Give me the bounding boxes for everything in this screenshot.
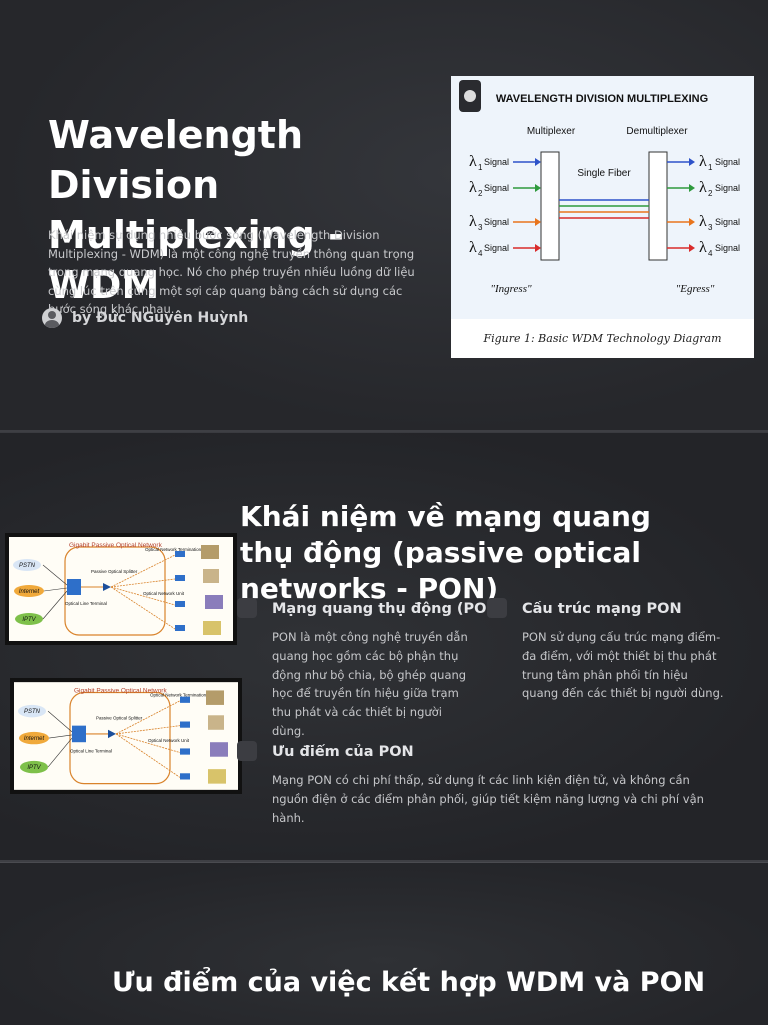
card-marker-icon (487, 598, 507, 618)
slide2-title: Khái niệm về mạng quang thụ động (passiv… (240, 500, 651, 605)
lambda-index-left: 1 (478, 163, 483, 172)
pon-ont-label: Optical Network Termination (150, 693, 207, 698)
signal-arrow-in (535, 218, 541, 226)
pon-onu-label: Optical Network Unit (143, 591, 185, 596)
card-structure-heading: Cấu trúc mạng PON (522, 601, 682, 617)
author-byline: by Đức NGuyên Huỳnh (42, 308, 248, 328)
pon-splitter-icon (103, 583, 111, 591)
slide-divider (0, 430, 768, 433)
card-marker-icon (237, 598, 257, 618)
signal-arrow-out (689, 244, 695, 252)
pon-olt-label: Optical Line Terminal (65, 601, 107, 606)
card-structure-text: PON sử dụng cấu trúc mạng điểm-đa điểm, … (522, 630, 724, 701)
signal-arrow-out (689, 218, 695, 226)
pon-building-icon (206, 690, 224, 705)
signal-label-right: Signal (715, 157, 740, 167)
pon-internet-label: Internet (24, 735, 45, 742)
lambda-index-right: 4 (708, 249, 713, 258)
pon-iptv-label: IPTV (27, 764, 41, 771)
figure-demultiplexer-label: Demultiplexer (626, 126, 688, 137)
card-pon-heading: Mạng quang thụ động (PON) (272, 601, 486, 617)
pon-splitter-label: Passive Optical Splitter (91, 569, 138, 574)
card-advantages-heading: Ưu điểm của PON (272, 744, 414, 760)
lambda-symbol-left: λ (469, 213, 477, 230)
demultiplexer-box (648, 151, 668, 261)
signal-label-right: Signal (715, 217, 740, 227)
signal-arrow-in (535, 184, 541, 192)
signal-label-left: Signal (484, 217, 509, 227)
slide-wdm-intro: Wavelength Division Multiplexing - WDM K… (0, 0, 768, 432)
card-pon-text: PON là một công nghệ truyền dẫn quang họ… (272, 630, 468, 738)
lambda-symbol-right: λ (699, 179, 707, 196)
pon-house-icon (203, 569, 219, 583)
signal-arrow-in (535, 158, 541, 166)
lambda-index-right: 3 (708, 223, 713, 232)
figure-heading: WAVELENGTH DIVISION MULTIPLEXING (496, 93, 708, 105)
pon-title: Gigabit Passive Optical Network (74, 687, 167, 694)
pon-title: Gigabit Passive Optical Network (69, 542, 163, 549)
signal-label-right: Signal (715, 183, 740, 193)
signal-arrow-in (535, 244, 541, 252)
pon-splitter-icon (108, 729, 116, 739)
pon-house-icon (208, 769, 226, 784)
lambda-symbol-right: λ (699, 213, 707, 230)
lambda-symbol-right: λ (699, 153, 707, 170)
signal-label-right: Signal (715, 243, 740, 253)
pon-olt-icon (72, 725, 86, 743)
wdm-diagram: WAVELENGTH DIVISION MULTIPLEXING Multipl… (451, 76, 754, 358)
pon-diagram-image: Gigabit Passive Optical Network PSTN Int… (5, 533, 237, 645)
lambda-symbol-left: λ (469, 153, 477, 170)
multiplexer-box (540, 151, 560, 261)
lambda-index-right: 2 (708, 189, 713, 198)
pon-house-icon (203, 621, 221, 635)
figure-egress-label: "Egress" (676, 283, 715, 295)
lambda-index-left: 4 (478, 249, 483, 258)
signal-label-left: Signal (484, 183, 509, 193)
slide-pon-concept: Gigabit Passive Optical Network PSTN Int… (0, 432, 768, 863)
lambda-index-right: 1 (708, 163, 713, 172)
pon-building-icon (205, 595, 223, 609)
author-avatar (42, 308, 62, 328)
figure-ingress-label: "Ingress" (490, 283, 532, 295)
lambda-index-left: 3 (478, 223, 483, 232)
signal-label-left: Signal (484, 157, 509, 167)
signal-arrow-out (689, 184, 695, 192)
lambda-symbol-left: λ (469, 179, 477, 196)
slide-divider (0, 860, 768, 863)
pon-olt-icon (67, 579, 81, 595)
lambda-symbol-left: λ (469, 239, 477, 256)
figure-multiplexer-label: Multiplexer (527, 126, 576, 137)
slide-wdm-pon-advantages: Ưu điểm của việc kết hợp WDM và PON (0, 862, 768, 1025)
pon-building-icon (201, 545, 219, 559)
slide1-description: Khái niệm sự dụng nhiều bước sóng (Wavel… (48, 228, 415, 316)
lambda-symbol-right: λ (699, 239, 707, 256)
pon-building-icon (210, 742, 228, 757)
pon-pstn-label: PSTN (24, 708, 41, 715)
pon-diagram-image-duplicate: Gigabit Passive Optical Network PSTN Int… (10, 678, 242, 794)
pon-pstn-label: PSTN (19, 563, 36, 569)
author-name: by Đức NGuyên Huỳnh (72, 310, 249, 326)
slide3-title: Ưu điểm của việc kết hợp WDM và PON (112, 967, 706, 998)
pon-onu-label: Optical Network Unit (148, 738, 190, 743)
card-advantages-text: Mạng PON có chi phí thấp, sử dụng ít các… (272, 773, 704, 825)
pon-iptv-label: IPTV (22, 617, 36, 623)
figure-caption: Figure 1: Basic WDM Technology Diagram (451, 319, 754, 358)
pon-internet-label: Internet (19, 589, 40, 595)
card-marker-icon (237, 741, 257, 761)
slide1-title: Wavelength Division Multiplexing - WDM (48, 113, 344, 307)
signal-label-left: Signal (484, 243, 509, 253)
figure-single-fiber-label: Single Fiber (577, 168, 631, 179)
pon-house-icon (208, 715, 224, 730)
pon-splitter-label: Passive Optical Splitter (96, 715, 143, 720)
pon-ont-label: Optical Network Termination (145, 547, 202, 552)
pon-olt-label: Optical Line Terminal (70, 749, 112, 754)
lambda-index-left: 2 (478, 189, 483, 198)
signal-arrow-out (689, 158, 695, 166)
